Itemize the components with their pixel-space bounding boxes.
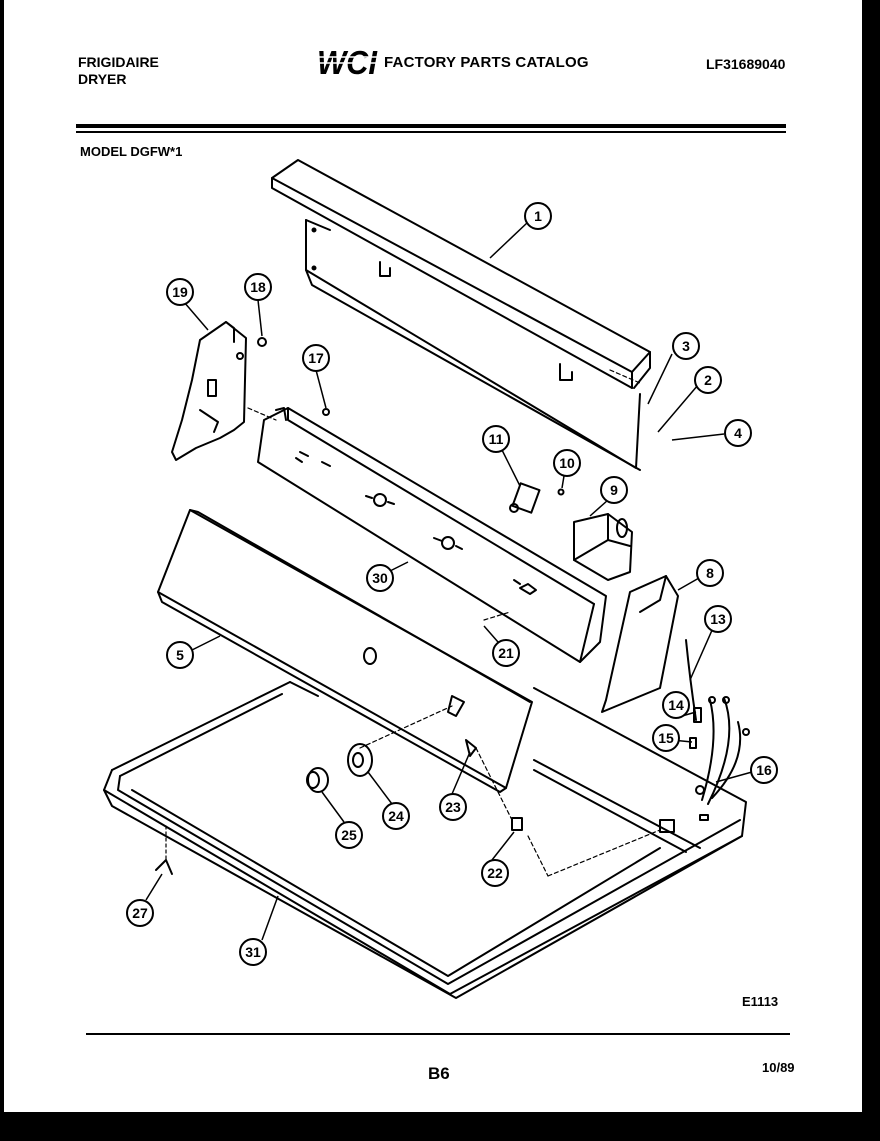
svg-text:WCI: WCI: [317, 45, 378, 79]
callout-8: 8: [696, 559, 724, 587]
screw-icon: [557, 488, 565, 496]
svg-text:21: 21: [498, 645, 514, 661]
callout-2: 2: [694, 366, 722, 394]
svg-text:11: 11: [489, 431, 504, 447]
svg-text:17: 17: [308, 350, 324, 366]
callout-30: 30: [366, 564, 394, 592]
svg-text:4: 4: [734, 425, 742, 441]
clip-icon: [511, 817, 523, 831]
svg-text:8: 8: [706, 565, 714, 581]
svg-text:13: 13: [710, 611, 726, 627]
header-rule: [76, 124, 786, 128]
svg-text:27: 27: [132, 905, 148, 921]
page-number: B6: [428, 1064, 450, 1083]
model-label: MODEL DGFW*1: [80, 144, 183, 159]
svg-text:15: 15: [658, 730, 674, 746]
fastener-icon: [465, 739, 477, 757]
svg-text:3: 3: [682, 338, 690, 354]
svg-text:31: 31: [245, 944, 261, 960]
rear-panel: [305, 219, 641, 471]
svg-text:19: 19: [172, 284, 188, 300]
svg-text:18: 18: [250, 279, 266, 295]
footer-rule: [86, 1033, 790, 1035]
callout-22: 22: [481, 859, 509, 887]
clip-icon: [155, 859, 173, 875]
svg-text:30: 30: [372, 570, 388, 586]
callout-16: 16: [750, 756, 778, 784]
catalog-page: FRIGIDAIRE DRYER WCI FACTORY PARTS CATAL…: [4, 0, 862, 1112]
callout-27: 27: [126, 899, 154, 927]
brand-block: FRIGIDAIRE DRYER: [78, 54, 159, 88]
catalog-part-number: LF31689040: [706, 56, 786, 72]
svg-text:24: 24: [388, 808, 404, 824]
callout-9: 9: [600, 476, 628, 504]
callout-23: 23: [439, 793, 467, 821]
svg-text:2: 2: [704, 372, 712, 388]
timer: [573, 513, 633, 581]
svg-text:5: 5: [176, 647, 184, 663]
svg-text:1: 1: [534, 208, 542, 224]
callout-13: 13: [704, 605, 732, 633]
svg-text:22: 22: [487, 865, 503, 881]
header-rule-thin: [76, 131, 786, 133]
knob-assembly: [306, 743, 373, 793]
svg-text:23: 23: [445, 799, 461, 815]
selector-switch: [509, 482, 541, 514]
catalog-date: 10/89: [762, 1060, 795, 1075]
svg-text:9: 9: [610, 482, 618, 498]
callout-17: 17: [302, 344, 330, 372]
callout-4: 4: [724, 419, 752, 447]
appliance-type: DRYER: [78, 71, 127, 87]
callout-11: 11: [482, 425, 510, 453]
svg-text:10: 10: [559, 455, 575, 471]
control-panel: [257, 407, 607, 663]
wiring-harness: [685, 639, 750, 805]
callout-3: 3: [672, 332, 700, 360]
console-front: [157, 509, 533, 793]
left-bracket: [171, 321, 247, 461]
catalog-header: WCI FACTORY PARTS CATALOG: [316, 44, 589, 80]
scan-border: [0, 1112, 880, 1141]
callout-31: 31: [239, 938, 267, 966]
callout-18: 18: [244, 273, 272, 301]
screw-icon: [322, 408, 330, 416]
diagram-code: E1113: [742, 994, 779, 1009]
callout-14: 14: [662, 691, 690, 719]
wci-logo-icon: WCI: [316, 45, 378, 79]
callout-labels: 1 2 3 4 5 8 9 10 11 13 14 15 16 17 18 19…: [126, 202, 778, 966]
screw-icon: [257, 337, 267, 347]
callout-19: 19: [166, 278, 194, 306]
callout-5: 5: [166, 641, 194, 669]
svg-text:25: 25: [341, 827, 357, 843]
callout-24: 24: [382, 802, 410, 830]
callout-25: 25: [335, 821, 363, 849]
top-cover: [103, 681, 747, 999]
callout-1: 1: [524, 202, 552, 230]
side-bracket: [601, 575, 679, 713]
svg-text:14: 14: [668, 697, 684, 713]
fastener-icon: [447, 695, 465, 717]
top-trim: [271, 159, 651, 389]
callout-10: 10: [553, 449, 581, 477]
brand-name: FRIGIDAIRE: [78, 54, 159, 70]
svg-text:16: 16: [756, 762, 772, 778]
catalog-title: FACTORY PARTS CATALOG: [384, 53, 589, 71]
callout-21: 21: [492, 639, 520, 667]
callout-15: 15: [652, 724, 680, 752]
